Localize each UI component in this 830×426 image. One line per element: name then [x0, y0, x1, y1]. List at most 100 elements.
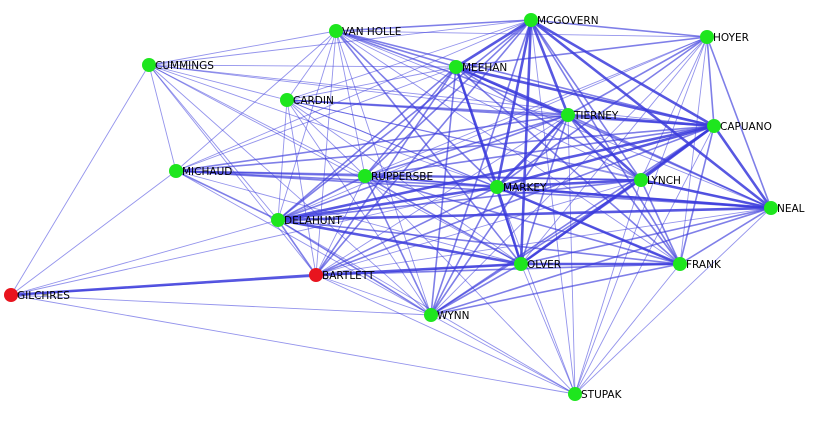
edge-mcgovern-lynch [530, 19, 642, 181]
edge-van_holle-mcgovern [335, 19, 532, 32]
edge-bartlett-stupak [315, 274, 576, 395]
edge-markey-frank [495, 185, 682, 266]
edge-frank-stupak [574, 263, 681, 395]
edge-bartlett-cardin [286, 99, 317, 276]
edge-neal-olver [520, 207, 772, 265]
node-label-cummings: CUMMINGS [155, 60, 214, 72]
edge-michaud-wynn [175, 170, 432, 316]
edge-hoyer-neal [706, 36, 772, 209]
edge-gilchres-cummings [10, 64, 150, 296]
edge-neal-wynn [430, 207, 772, 316]
node-label-lynch: LYNCH [647, 175, 681, 187]
edge-van_holle-michaud [175, 30, 337, 172]
edge-van_holle-frank [335, 30, 681, 265]
edge-meehan-ruppersbe [364, 66, 457, 177]
node-tierney[interactable] [561, 108, 575, 122]
edge-markey-stupak [496, 186, 576, 395]
edge-ruppersbe-delahunt [277, 175, 366, 221]
edge-meehan-michaud [175, 66, 457, 172]
edge-bartlett-neal [315, 207, 772, 276]
edge-bartlett-meehan [315, 66, 457, 276]
node-wynn[interactable] [424, 308, 438, 322]
node-ruppersbe[interactable] [358, 169, 372, 183]
edge-mcgovern-meehan [454, 18, 533, 69]
edge-tierney-michaud [175, 114, 569, 172]
edge-capuano-michaud [175, 125, 715, 172]
node-hoyer[interactable] [700, 30, 714, 44]
edges-layer [9, 18, 773, 395]
node-olver[interactable] [514, 257, 528, 271]
edge-capuano-markey [495, 124, 716, 189]
node-stupak[interactable] [568, 387, 582, 401]
edge-delahunt-olver [276, 218, 523, 266]
node-label-hoyer: HOYER [713, 32, 749, 44]
node-label-neal: NEAL [777, 203, 805, 215]
edge-lynch-delahunt [277, 179, 642, 221]
node-markey[interactable] [490, 180, 504, 194]
edge-hoyer-wynn [430, 36, 708, 316]
node-label-van-holle: VAN HOLLE [342, 26, 401, 38]
edge-hoyer-tierney [567, 36, 708, 116]
edge-lynch-olver [520, 179, 642, 265]
edge-cummings-tierney [148, 64, 569, 116]
node-meehan[interactable] [449, 60, 463, 74]
edge-ruppersbe-lynch [364, 175, 642, 181]
edge-tierney-stupak [567, 114, 576, 395]
node-mcgovern[interactable] [524, 13, 538, 27]
node-label-capuano: CAPUANO [720, 121, 772, 133]
node-label-olver: OLVER [527, 259, 561, 271]
node-bartlett[interactable] [309, 268, 323, 282]
node-cardin[interactable] [280, 93, 294, 107]
edge-cummings-wynn [148, 64, 432, 316]
node-capuano[interactable] [707, 119, 721, 133]
edge-neal-frank [679, 207, 772, 265]
edge-mcgovern-michaud [175, 19, 532, 172]
edge-cummings-michaud [148, 64, 177, 172]
edge-meehan-cardin [286, 66, 457, 101]
node-michaud[interactable] [169, 164, 183, 178]
edge-hoyer-ruppersbe [364, 36, 708, 177]
edge-tierney-capuano [566, 113, 716, 128]
edge-van_holle-cardin [286, 30, 337, 101]
node-label-meehan: MEEHAN [462, 62, 507, 74]
edge-delahunt-wynn [277, 219, 432, 316]
edge-gilchres-delahunt [10, 219, 279, 296]
node-delahunt[interactable] [271, 213, 285, 227]
node-label-tierney: TIERNEY [573, 110, 619, 122]
node-neal[interactable] [764, 201, 778, 215]
node-van-holle[interactable] [329, 24, 343, 38]
node-lynch[interactable] [634, 173, 648, 187]
edge-markey-lynch [495, 178, 643, 189]
edge-neal-delahunt [276, 206, 773, 222]
edge-markey-olver [495, 185, 523, 266]
edge-gilchres-michaud [10, 170, 177, 296]
edge-mcgovern-delahunt [277, 19, 532, 221]
edge-capuano-delahunt [276, 124, 716, 222]
node-label-gilchres: GILCHRES [17, 290, 70, 302]
edge-olver-stupak [520, 263, 576, 395]
edge-wynn-stupak [430, 314, 576, 395]
edge-bartlett-cummings [148, 64, 317, 276]
edge-hoyer-lynch [640, 36, 708, 181]
node-label-cardin: CARDIN [293, 95, 334, 107]
node-cummings[interactable] [142, 58, 156, 72]
node-frank[interactable] [673, 257, 687, 271]
nodes-layer [4, 13, 778, 401]
edge-neal-stupak [574, 207, 772, 395]
edge-capuano-neal [712, 124, 773, 210]
edge-tierney-neal [567, 114, 772, 209]
edge-meehan-capuano [454, 65, 716, 128]
edge-mcgovern-markey [495, 18, 533, 189]
edge-lynch-stupak [574, 179, 642, 395]
edge-delahunt-frank [277, 219, 681, 265]
edge-van_holle-meehan [335, 30, 457, 68]
edge-ruppersbe-stupak [364, 175, 576, 395]
edge-bartlett-van_holle [315, 30, 337, 276]
node-gilchres[interactable] [4, 288, 18, 302]
edge-mcgovern-wynn [430, 19, 532, 316]
node-label-michaud: MICHAUD [182, 166, 232, 178]
edge-tierney-ruppersbe [364, 114, 569, 177]
edge-hoyer-stupak [574, 36, 708, 395]
